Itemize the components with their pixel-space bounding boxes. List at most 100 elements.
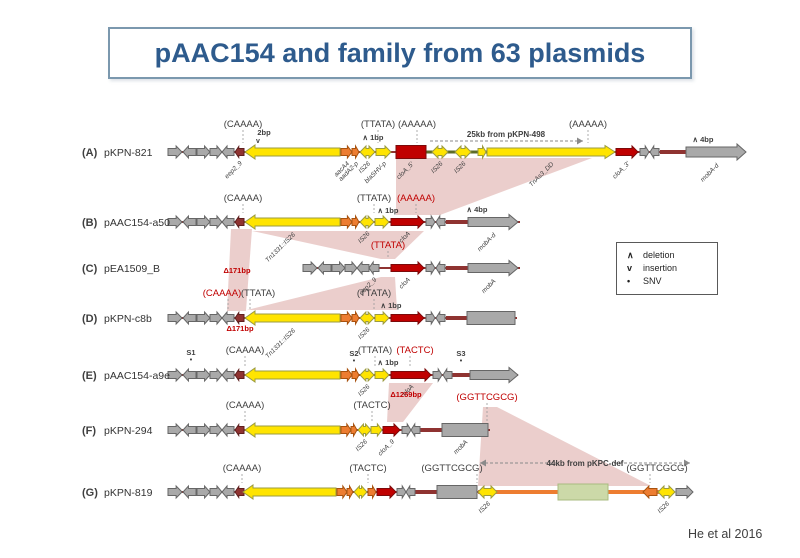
gene-label: eep2_9	[224, 160, 245, 181]
mutation-mark: ∧ 4bp	[467, 205, 488, 214]
gene-gray	[344, 260, 358, 276]
gene-is26	[454, 144, 472, 160]
annotation: Δ1259bp	[390, 390, 422, 399]
sequence-label: (GGTTCGCG)	[421, 463, 482, 474]
homology-shading	[227, 229, 252, 311]
gene-red	[390, 310, 425, 326]
span-arrowhead-icon	[577, 137, 583, 145]
gene-label: mobA	[452, 439, 469, 456]
sequence-label: (CAAAA)	[226, 345, 265, 356]
gene-cloa-3-	[615, 144, 639, 160]
gene-minired	[234, 214, 245, 230]
sequence-label: (CAAAA)	[224, 193, 263, 204]
sequence-label: (GGTTCGCG)	[626, 463, 687, 474]
gene-gray	[639, 144, 650, 160]
sequence-label: (AAAAA)	[569, 119, 607, 130]
row-label-g: (G)	[82, 487, 98, 499]
gene-orange	[642, 484, 658, 500]
gene-gray	[331, 260, 346, 276]
mutation-mark: S3	[456, 349, 465, 358]
gene-is26	[477, 484, 498, 500]
citation: He et al 2016	[688, 527, 763, 541]
homology-shading	[396, 158, 592, 215]
row-label-e: (E)	[82, 370, 97, 382]
gene-eep2-9	[234, 144, 245, 160]
gene-gray	[167, 144, 183, 160]
gene-gray	[425, 214, 436, 230]
gene-gray	[425, 310, 436, 326]
mutation-mark: •	[190, 357, 193, 364]
gene-orange	[351, 367, 360, 383]
gene-cloa	[390, 260, 425, 276]
gene-gray	[221, 310, 235, 326]
gene-yellow	[374, 367, 390, 383]
gene-gray	[649, 144, 660, 160]
legend-item-deletion: ∧deletion	[627, 249, 717, 262]
gene-cloa-9	[382, 422, 401, 438]
gene-yellow	[353, 484, 368, 500]
gene-gray	[182, 422, 197, 438]
gene-yellow	[370, 422, 383, 438]
gene-orange	[350, 422, 358, 438]
gene-yellow	[242, 484, 337, 500]
gene-is26	[359, 144, 376, 160]
gene-minired	[234, 367, 245, 383]
gene-orange	[340, 422, 352, 438]
gene-gray	[182, 484, 197, 500]
annotation: Δ171bp	[226, 324, 253, 333]
gene-minired	[234, 422, 245, 438]
gene-gray	[196, 422, 211, 438]
gene-gray	[675, 484, 694, 500]
gene-yellow	[477, 144, 487, 160]
gene-gray	[221, 214, 235, 230]
gene-gray	[167, 484, 183, 500]
gene-gray	[405, 484, 416, 500]
mutation-mark: 2bp	[257, 128, 271, 137]
gene-orange	[336, 484, 348, 500]
mutation-mark: v	[256, 138, 260, 145]
sequence-label: (TTATA)	[371, 240, 405, 251]
gene-gray	[209, 310, 223, 326]
gene-cloa-5-	[395, 145, 427, 159]
plasmid-name-d: pKPN-c8b	[104, 313, 152, 325]
legend-item-snv: •SNV	[627, 275, 717, 288]
gene-gray	[182, 310, 197, 326]
gene-orange	[351, 310, 360, 326]
sequence-label: (GGTTCGCG)	[456, 392, 517, 403]
gene-gray	[317, 260, 332, 276]
gene-gray	[221, 144, 235, 160]
sequence-label: (CAAAA)	[224, 119, 263, 130]
gene-yellow	[374, 310, 390, 326]
gene-moba	[441, 423, 489, 437]
gene-gray	[469, 366, 519, 384]
gene-label: Tn1331::IS26	[264, 327, 297, 360]
sequence-label: (TTATA)	[357, 288, 391, 299]
span-arrowhead-icon	[684, 459, 690, 467]
gene-label: cloA_3'	[612, 160, 632, 180]
sequence-label: (CAAAA)	[226, 400, 265, 411]
homology-shading	[478, 407, 651, 486]
gene-gray	[167, 214, 183, 230]
homology-shading	[247, 277, 397, 310]
annotation: Δ171bp	[223, 266, 250, 275]
sequence-label: (TTATA)	[358, 345, 392, 356]
plasmid-name-c: pEA1509_B	[104, 263, 160, 275]
insertion-symbol-icon: v	[627, 263, 633, 273]
row-label-c: (C)	[82, 263, 98, 275]
gene-gray	[196, 310, 211, 326]
gene-gray	[196, 367, 211, 383]
gene-is26	[357, 422, 372, 438]
gene-aada2-p	[351, 144, 360, 160]
gene-label: cloA_9	[377, 438, 396, 457]
gene-minired	[234, 484, 245, 500]
gene-minired	[234, 310, 245, 326]
gene-gray	[221, 422, 235, 438]
gene-gray	[221, 484, 235, 500]
gene-label: IS26	[657, 500, 672, 515]
mutation-mark: ∧ 1bp	[363, 133, 384, 142]
gene-gray	[209, 144, 223, 160]
plasmid-name-g: pKPN-819	[104, 487, 153, 499]
sequence-label: (TTATA)	[241, 288, 275, 299]
gene-gray	[356, 260, 370, 276]
